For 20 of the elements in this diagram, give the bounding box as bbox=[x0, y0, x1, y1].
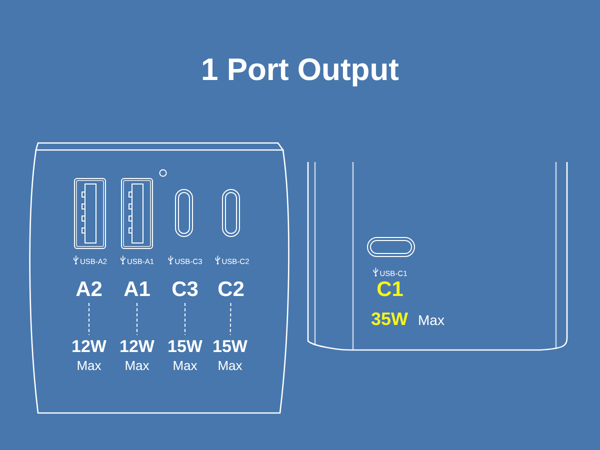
port-name: C3 bbox=[172, 279, 198, 300]
dashed-line bbox=[88, 302, 90, 336]
power-rating: 35W bbox=[371, 310, 408, 328]
power-rating: 12W bbox=[72, 338, 106, 355]
dashed-line bbox=[230, 302, 232, 336]
port-name: A2 bbox=[76, 279, 102, 300]
power-rating: 15W bbox=[168, 338, 202, 355]
power-rating: 15W bbox=[212, 338, 248, 355]
max-label: Max bbox=[124, 359, 150, 372]
port-name: C1 bbox=[376, 279, 404, 300]
dashed-line bbox=[136, 302, 138, 336]
power-rating: 12W bbox=[120, 338, 154, 355]
max-label: Max bbox=[218, 359, 242, 372]
port-name: A1 bbox=[124, 279, 150, 300]
max-label: Max bbox=[172, 359, 198, 372]
port-name: C2 bbox=[218, 279, 244, 300]
max-label: Max bbox=[418, 313, 444, 328]
max-label: Max bbox=[76, 359, 102, 372]
dashed-line bbox=[184, 302, 186, 336]
title: 1 Port Output bbox=[200, 52, 400, 87]
